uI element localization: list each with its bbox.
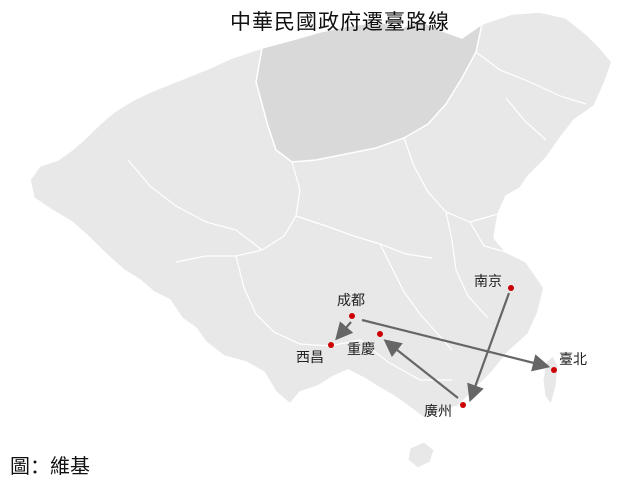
route-arrow-chengdu-taipei xyxy=(361,318,551,372)
image-credit: 圖：維基 xyxy=(10,454,90,478)
city-marker-chongqing xyxy=(377,331,383,337)
city-marker-xichang xyxy=(328,342,334,348)
city-label-chengdu: 成都 xyxy=(337,293,365,309)
city-markers xyxy=(328,285,557,408)
city-marker-nanjing xyxy=(508,285,514,291)
route-arrow-chengdu-xichang xyxy=(335,321,354,341)
route-arrows xyxy=(335,292,551,403)
city-label-xichang: 西昌 xyxy=(296,350,324,366)
city-marker-chengdu xyxy=(349,313,355,319)
city-label-guangzhou: 廣州 xyxy=(424,403,452,420)
taiwan-island xyxy=(542,355,559,406)
city-marker-guangzhou xyxy=(460,402,466,408)
china-territory-shape xyxy=(29,11,613,419)
city-label-chongqing: 重慶 xyxy=(347,342,375,358)
city-label-taipei: 臺北 xyxy=(559,352,587,368)
map-title: 中華民國政府遷臺路線 xyxy=(230,10,450,34)
hainan-island xyxy=(407,441,435,469)
city-marker-taipei xyxy=(551,367,557,373)
mongolia-region xyxy=(255,19,484,163)
city-labels: 南京 成都 重慶 西昌 廣州 臺北 xyxy=(296,274,587,420)
route-arrow-nanjing-guangzhou xyxy=(467,292,511,403)
city-label-nanjing: 南京 xyxy=(474,274,502,290)
route-arrow-guangzhou-chongqing xyxy=(383,339,459,399)
